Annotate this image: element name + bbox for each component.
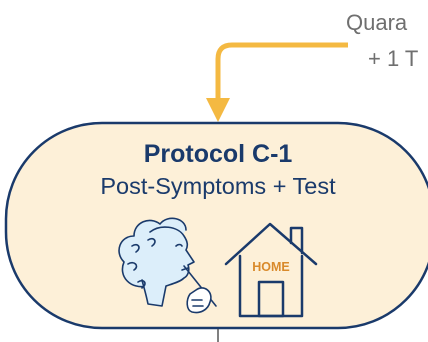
incoming-arrow-head bbox=[206, 98, 230, 122]
house-sign-text: HOME bbox=[252, 260, 290, 274]
incoming-edge-label-line1: Quara bbox=[346, 10, 408, 35]
incoming-edge-label-line2: + 1 T bbox=[368, 46, 418, 71]
incoming-arrow-line bbox=[215, 42, 348, 100]
node-subtitle: Post-Symptoms + Test bbox=[100, 173, 336, 199]
protocol-node[interactable] bbox=[4, 121, 428, 330]
node-title: Protocol C-1 bbox=[144, 140, 293, 168]
house-icon bbox=[224, 222, 318, 318]
person-swab-icon bbox=[118, 217, 217, 314]
